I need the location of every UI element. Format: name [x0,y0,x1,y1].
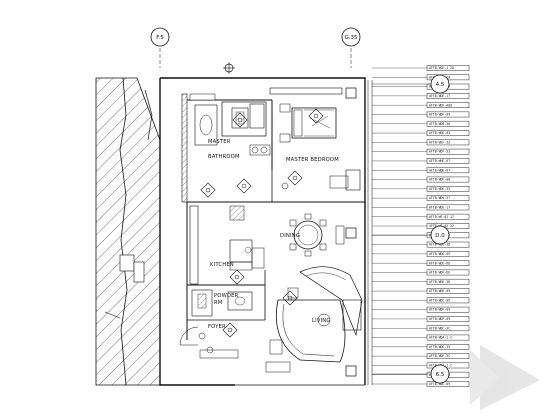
room-label-kitchen: KITCHEN [210,262,234,268]
grid-label-right-lower: 6.5 [436,372,445,378]
tag-label: AFTB-WDF-09 [429,113,450,117]
tag-label: AFTB-WDA-1-C [429,336,452,340]
tag-box [426,325,470,332]
tag-label: AFTB-WDE-03 [429,131,450,135]
tag-label: AFTB-WDE-3V [429,187,450,191]
tag-box [426,158,470,164]
section-marker-icon [223,62,235,74]
tag-label: AFTB-WEF-3Z [429,140,450,144]
walls [159,77,373,386]
tag-label: AFTB-WDE-3D [429,280,450,284]
tag-box [426,278,470,285]
tag-box [426,195,470,201]
grid-label-right-upper: 4.5 [436,82,445,88]
fixture-symbols [198,87,357,377]
tag-box [426,288,470,294]
room-label-living: LIVING [312,318,331,324]
grid-label-top-right: G.35 [344,35,358,41]
tag-box [426,148,470,155]
tag-label: AFTB-WDV-3T [429,196,450,200]
room-label-master-bathroom-2: BATHROOM [208,154,240,160]
core-hatch [95,77,161,386]
grid-bubble-right-middle: D.0 [372,225,450,245]
grid-label-right-middle: D.0 [435,233,445,239]
tag-label: AFTB-WDF-DE [429,271,450,275]
tag-label: AFTB-WDE-3V [429,345,450,349]
room-label-powder-2: RM [214,300,222,306]
tag-label: AFTB-WDE-09 [429,289,450,293]
living-area: LIVING [269,266,363,363]
room-label-powder: POWDER [214,293,239,299]
grid-label-top-left: F.5 [156,35,164,41]
tag-label: AFTB-WDE-17 [429,94,450,98]
tag-box [426,241,470,248]
tag-label: AFTB-WDE-17 [429,206,450,210]
tag-label: AFTB-WE-02 17 [429,215,454,219]
room-label-master-bedroom: MASTER BEDROOM [286,157,339,163]
tag-label: AFTB-WDF-3C [429,354,450,358]
watermark-logo [470,345,540,410]
tag-box [426,176,470,183]
tag-box [426,297,470,304]
tag-box [426,111,470,118]
tag-box [426,316,470,322]
dining-table: DINING [280,213,345,257]
grid-bubble-top-right: G.35 [341,27,361,68]
tag-label: AFTB-WGE-1 20 [429,66,454,70]
foyer: FOYER [179,324,291,373]
tag-box [426,223,470,229]
tag-box [426,185,470,192]
tag-label: AFTB-WDE-3D [429,243,450,247]
tag-box [426,343,470,350]
spec-tags: AFTB-WGE-1 20AFTB-WSF-20AFTB-WDE-04AFTB-… [372,65,470,387]
tag-box [426,120,470,127]
tag-box [426,251,470,257]
tag-label: AFTB-WDF-3Z [429,150,450,154]
room-label-dining: DINING [280,233,300,239]
tag-label: AFTB-WDF-09 [429,308,450,312]
grid-bubble-top-left: F.5 [150,27,170,68]
tag-box [426,204,470,211]
tag-box [426,269,470,276]
master-bathroom: MASTER BATHROOM [194,101,271,160]
tag-label: AFTB-WDE-08 [429,178,450,182]
grid-bubble-right-lower: 6.5 [372,364,450,384]
master-bedroom: MASTER BEDROOM [279,103,361,191]
tag-box [426,306,470,313]
tag-box [426,93,470,99]
room-label-master-bathroom: MASTER [208,139,231,145]
tag-label: AFTB-WDE-07 [429,168,450,172]
tag-box [426,102,470,109]
tag-box [426,362,470,369]
tag-label: AFTB-WDC-09 [429,298,450,302]
tag-box [426,353,470,359]
tag-label: AFTB-WDB-36 [429,122,450,126]
powder-room: POWDER RM [191,289,253,317]
tag-label: AFTB-WDE-6D [429,261,450,265]
tag-box [426,139,470,146]
tag-box [426,213,470,220]
tag-box [426,260,470,267]
tag-label: AFTB-WDE-09 [429,382,450,386]
tag-label: AFTB-WHE-07 [429,159,450,163]
tag-box [426,334,470,341]
room-label-foyer: FOYER [208,324,226,330]
tag-box [426,65,470,71]
tag-label: AFTB-WDE-09 [429,252,450,256]
tag-box [426,130,470,136]
grid-bubble-right-upper: 4.5 [372,74,450,94]
tag-label: AFTB-WBC-3C [429,326,450,330]
tag-label: AFTB-WDF-09 [429,317,450,321]
tag-label: AFTB-WDF-400 [429,103,452,107]
tag-box [426,381,470,387]
kitchen: KITCHEN [189,205,265,285]
tag-box [426,167,470,174]
